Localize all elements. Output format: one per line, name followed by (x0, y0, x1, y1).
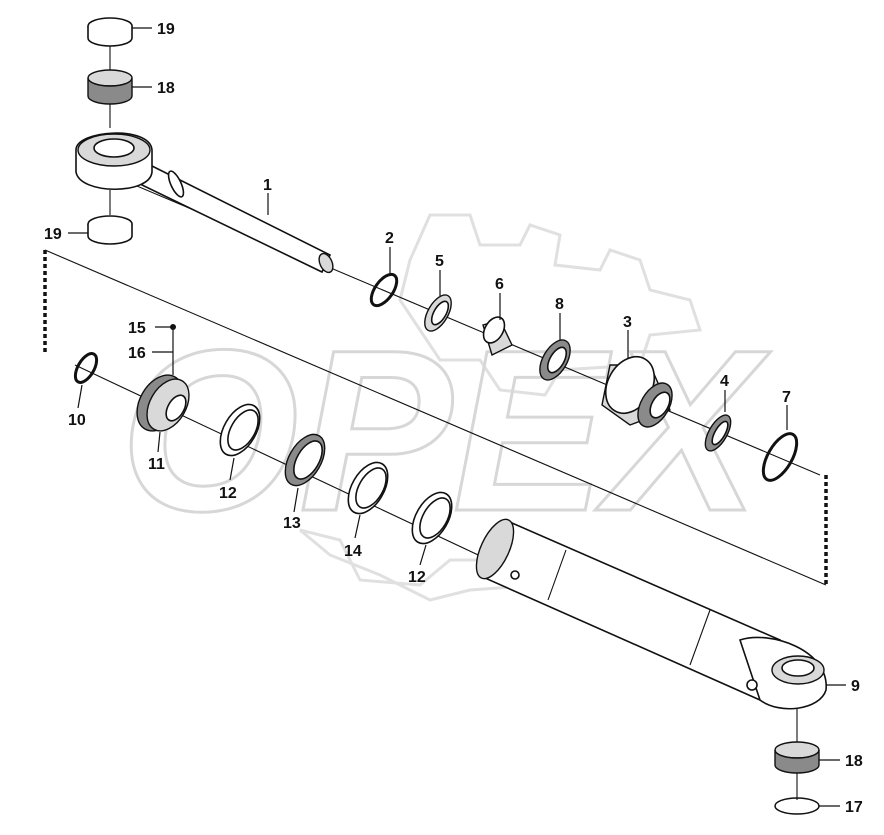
part-19-bushing-lower (87, 215, 133, 245)
callout-12-b: 12 (408, 569, 426, 586)
part-7-o-ring (761, 432, 799, 482)
callout-6: 6 (495, 276, 504, 293)
callout-15: 15 (128, 320, 146, 337)
callout-16: 16 (128, 345, 146, 362)
callout-19-lower: 19 (44, 226, 62, 243)
part-18-bearing-bottom (774, 741, 820, 774)
part-1-piston-rod (75, 132, 334, 274)
part-12-guide-ring-a (219, 403, 261, 457)
part-14-ring (347, 461, 389, 515)
part-15-screw (170, 324, 176, 330)
part-10-o-ring (73, 352, 99, 384)
callout-19-top: 19 (157, 21, 175, 38)
part-9-cylinder-tube (475, 518, 827, 710)
part-8-seal (539, 339, 571, 381)
callout-11: 11 (148, 456, 165, 473)
callout-10: 10 (68, 412, 86, 429)
part-3-cylinder-head (601, 355, 673, 428)
part-19-bushing-top (87, 17, 133, 47)
callout-17: 17 (845, 799, 863, 816)
callout-labels: 19 18 19 1 2 5 6 8 3 4 7 15 16 10 11 12 … (44, 21, 863, 816)
callout-3: 3 (623, 314, 632, 331)
callout-13: 13 (283, 515, 301, 532)
watermark: OPEX (119, 213, 772, 602)
part-11-piston (136, 374, 190, 432)
callout-5: 5 (435, 253, 444, 270)
callout-8: 8 (555, 296, 564, 313)
leader-lines (68, 27, 846, 807)
part-12-guide-ring-b (411, 491, 453, 545)
part-13-piston-seal (284, 433, 326, 487)
callout-18-bottom: 18 (845, 753, 863, 770)
callout-9: 9 (851, 678, 860, 695)
part-5-wiper (424, 294, 452, 332)
part-6-bushing (482, 316, 513, 356)
part-18-bearing-top (87, 69, 133, 105)
callout-18-top: 18 (157, 80, 175, 97)
callout-2: 2 (385, 230, 394, 247)
callout-1: 1 (263, 177, 272, 194)
callout-12-a: 12 (219, 485, 237, 502)
part-4-seal (704, 414, 732, 452)
callout-7: 7 (782, 389, 791, 406)
part-17-circlip (774, 797, 820, 815)
callout-14: 14 (344, 543, 362, 560)
callout-4: 4 (720, 373, 729, 390)
part-2-o-ring (369, 272, 399, 308)
